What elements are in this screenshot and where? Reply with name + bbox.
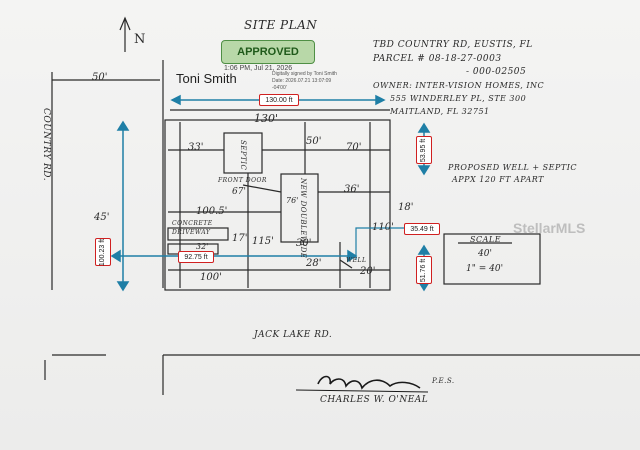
dim-100-5: 100.5' bbox=[196, 206, 228, 217]
measure-left: 100.23 ft bbox=[95, 238, 111, 266]
signature-name: CHARLES W. O'NEAL bbox=[320, 395, 429, 405]
approved-time: 1:06 PM, Jul 21, 2026 bbox=[224, 65, 293, 72]
digital-tz-line: -04'00' bbox=[272, 85, 287, 91]
well-septic-note: PROPOSED WELL + SEPTIC bbox=[448, 163, 577, 172]
digital-date-line: Date: 2026.07.21 13:07:09 bbox=[272, 78, 332, 84]
owner-address-2: MAITLAND, FL 32751 bbox=[390, 107, 490, 116]
owner-address-1: 555 WINDERLEY PL, STE 300 bbox=[390, 94, 527, 103]
dim-45: 45' bbox=[94, 212, 110, 223]
dim-32: 32' bbox=[196, 242, 209, 251]
concrete-label: CONCRETE bbox=[172, 220, 213, 227]
front-door-label: FRONT DOOR bbox=[218, 177, 267, 184]
septic-label: SEPTIC bbox=[239, 140, 247, 171]
scale-ratio-2: 1" = 40' bbox=[466, 264, 504, 274]
dim-33: 33' bbox=[188, 142, 204, 153]
dim-100: 100' bbox=[200, 272, 222, 283]
signature-suffix: P.E.S. bbox=[432, 377, 455, 385]
scale-label: SCALE bbox=[470, 235, 502, 244]
dim-115: 115' bbox=[252, 236, 274, 247]
dim-20: 20' bbox=[360, 266, 376, 277]
owner-line: OWNER: INTER-VISION HOMES, INC bbox=[373, 81, 545, 90]
parcel-address: TBD COUNTRY RD, EUSTIS, FL bbox=[373, 40, 533, 50]
measure-right-upper-text: 53.95 ft bbox=[420, 138, 428, 162]
approved-stamp: APPROVED bbox=[221, 40, 315, 64]
dim-28: 28' bbox=[306, 258, 322, 269]
dim-17: 17' bbox=[232, 233, 248, 244]
country-road-label: COUNTRY RD. bbox=[41, 108, 51, 182]
measure-right-lower-text: 51.76 ft bbox=[420, 258, 428, 282]
scale-ratio: 40' bbox=[478, 249, 492, 259]
dim-30: 30' bbox=[296, 238, 312, 249]
digital-sign-line: Digitally signed by Toni Smith bbox=[272, 71, 337, 77]
north-label: N bbox=[134, 32, 146, 47]
measure-lower-left: 92.75 ft bbox=[178, 251, 214, 263]
dim-50: 50' bbox=[306, 136, 322, 147]
watermark: StellarMLS bbox=[513, 220, 586, 236]
measure-top: 130.00 ft bbox=[259, 94, 299, 106]
dim-130: 130' bbox=[254, 112, 279, 125]
jack-lake-road-label: JACK LAKE RD. bbox=[254, 330, 333, 340]
measure-left-text: 100.23 ft bbox=[99, 238, 107, 266]
dim-110: 110' bbox=[372, 222, 394, 233]
well-label: WELL bbox=[346, 257, 367, 264]
plan-title: SITE PLAN bbox=[244, 18, 318, 32]
well-septic-note-2: APPX 120 FT APART bbox=[452, 175, 544, 184]
dim-50-left: 50' bbox=[92, 72, 108, 83]
parcel-number-suffix: - 000-02505 bbox=[466, 67, 527, 77]
measure-right-lower: 51.76 ft bbox=[416, 256, 432, 284]
front-door-dim: 67' bbox=[232, 187, 246, 197]
dim-36: 36' bbox=[344, 184, 360, 195]
measure-right-mid: 35.49 ft bbox=[404, 223, 440, 235]
parcel-number: PARCEL # 08-18-27-0003 bbox=[373, 54, 502, 64]
driveway-label: DRIVEWAY bbox=[172, 229, 211, 236]
signer-name: Toni Smith bbox=[176, 71, 237, 86]
measure-right-upper: 53.95 ft bbox=[416, 136, 432, 164]
dim-18: 18' bbox=[398, 202, 414, 213]
dim-70: 70' bbox=[346, 142, 362, 153]
dim-76: 76' bbox=[286, 196, 299, 205]
